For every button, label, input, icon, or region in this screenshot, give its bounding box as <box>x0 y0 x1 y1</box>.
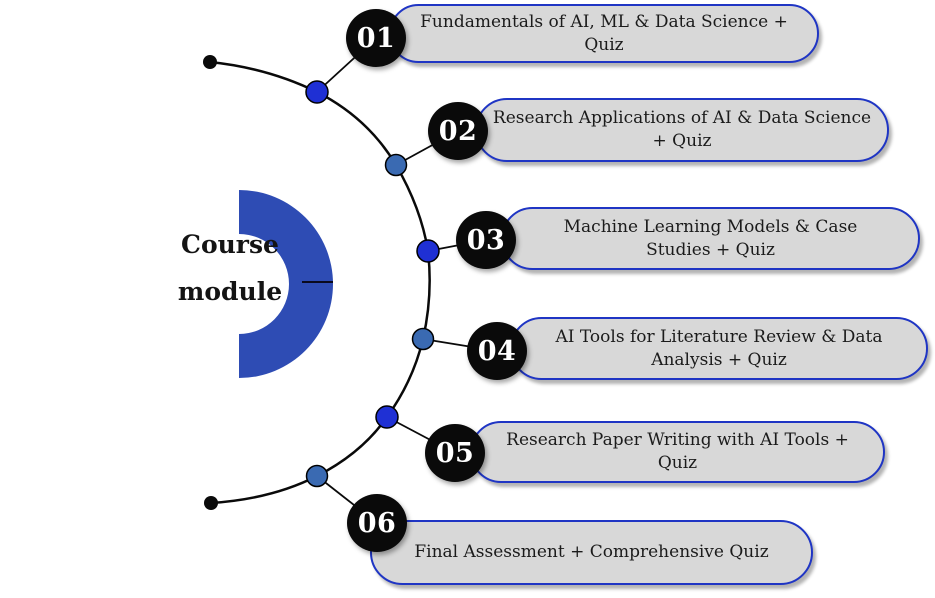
module-number: 04 <box>477 335 517 367</box>
timeline-node-dot-3 <box>416 239 440 263</box>
timeline-node-dot-5 <box>375 405 399 429</box>
module-number: 02 <box>438 115 478 147</box>
timeline-node-dot-6 <box>305 464 329 488</box>
module-number: 06 <box>357 507 397 539</box>
module-number: 01 <box>356 22 396 54</box>
module-pill-6: Final Assessment + Comprehensive Quiz <box>370 520 813 585</box>
module-number-circle-2: 02 <box>428 102 488 160</box>
timeline-node-dot-4 <box>411 327 435 351</box>
module-pill-3: Machine Learning Models & Case Studies +… <box>501 207 920 270</box>
timeline-node-dot-1 <box>305 80 329 104</box>
module-label: AI Tools for Literature Review & Data An… <box>555 326 883 370</box>
diagram-title-line1: Course <box>181 230 279 259</box>
module-label: Machine Learning Models & Case Studies +… <box>563 216 858 260</box>
arc-endpoint-dot-bottom <box>204 496 218 510</box>
module-label: Fundamentals of AI, ML & Data Science + … <box>420 11 788 55</box>
module-label: Research Paper Writing with AI Tools + Q… <box>506 430 849 473</box>
module-pill-2: Research Applications of AI & Data Scien… <box>475 98 889 162</box>
module-number: 05 <box>435 437 475 469</box>
module-number-circle-3: 03 <box>456 211 516 269</box>
module-pill-1: Fundamentals of AI, ML & Data Science + … <box>389 4 819 63</box>
diagram-title: Course module <box>150 230 310 307</box>
module-number-circle-1: 01 <box>346 9 406 67</box>
module-pill-5: Research Paper Writing with AI Tools + Q… <box>470 421 885 483</box>
diagram-title-line2: module <box>177 277 283 306</box>
module-number-circle-5: 05 <box>425 424 485 482</box>
module-label: Final Assessment + Comprehensive Quiz <box>414 542 769 563</box>
timeline-node-dot-2 <box>384 153 408 177</box>
module-pill-4: AI Tools for Literature Review & Data An… <box>510 317 928 380</box>
arc-endpoint-dot-top <box>203 55 217 69</box>
module-number-circle-6: 06 <box>347 494 407 552</box>
module-number: 03 <box>466 224 506 256</box>
half-ring-shape <box>239 190 333 378</box>
module-label: Research Applications of AI & Data Scien… <box>492 108 872 151</box>
module-number-circle-4: 04 <box>467 322 527 380</box>
